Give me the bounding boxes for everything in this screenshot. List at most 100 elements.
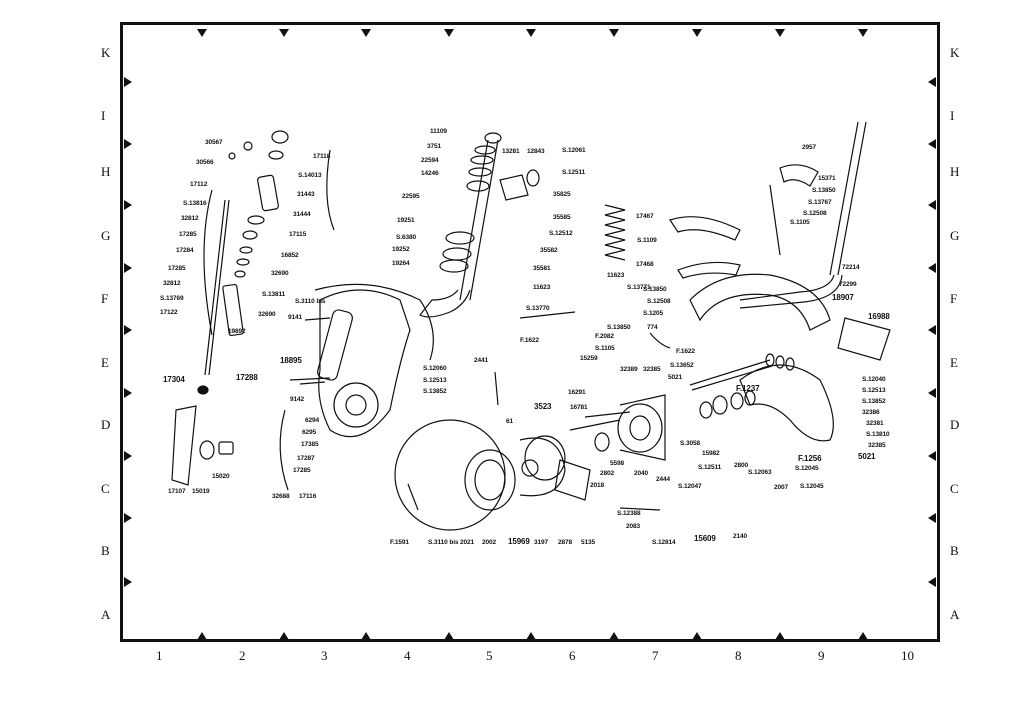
part-number-label: 19892 xyxy=(228,328,246,335)
part-number-label: S.1109 xyxy=(637,237,657,244)
column-label: 6 xyxy=(569,648,576,663)
part-number-label: 17118 xyxy=(313,153,331,160)
handle-grip xyxy=(837,317,891,361)
part-number-label: 15020 xyxy=(212,473,230,480)
part-number-label: 22594 xyxy=(421,157,439,164)
handlebar-tube xyxy=(739,121,867,309)
part-number-label: S.13850 xyxy=(643,286,667,293)
grid-tick-bottom xyxy=(361,632,371,640)
part-number-label: 32812 xyxy=(163,280,181,287)
part-number-label: 11623 xyxy=(533,284,551,291)
grid-tick-bottom xyxy=(775,632,785,640)
part-number-label: 6294 xyxy=(305,417,320,424)
part-number-label: 30566 xyxy=(196,159,214,166)
column-label: 5 xyxy=(486,648,493,663)
row-label-right: G xyxy=(950,228,960,243)
column-label: 2 xyxy=(239,648,246,663)
diagram-frame xyxy=(120,22,940,642)
steering-column xyxy=(419,132,540,318)
grid-tick-bottom xyxy=(692,632,702,640)
part-number-label: S.12388 xyxy=(617,510,641,517)
part-number-label: S.12063 xyxy=(748,469,772,476)
part-number-label: S.12045 xyxy=(800,483,824,490)
part-number-label: 9141 xyxy=(288,314,303,321)
part-number-label: 17288 xyxy=(236,373,258,382)
grid-tick-right xyxy=(928,451,936,461)
part-number-label: S.13850 xyxy=(812,187,836,194)
part-number-label: S.13816 xyxy=(183,200,207,207)
part-number-label: 2802 xyxy=(600,470,615,477)
part-number-label: 15969 xyxy=(508,537,530,546)
part-number-label: 2444 xyxy=(656,476,671,483)
row-label-right: E xyxy=(950,355,958,370)
part-number-label: 3197 xyxy=(534,539,549,546)
row-label-right: F xyxy=(950,291,958,306)
row-label-left: G xyxy=(101,228,111,243)
part-number-label: 2878 xyxy=(558,539,573,546)
part-number-label: 2083 xyxy=(626,523,641,530)
part-number-label: S.13771 xyxy=(627,284,651,291)
part-number-label: F.2082 xyxy=(595,333,614,340)
part-number-label: 16291 xyxy=(568,389,586,396)
grid-tick-top xyxy=(775,29,785,37)
part-number-label: S.12060 xyxy=(423,365,447,372)
row-label-left: H xyxy=(101,164,111,179)
part-number-label: 32389 xyxy=(620,366,638,373)
part-number-label: 17285 xyxy=(168,265,186,272)
part-number-label: 17284 xyxy=(176,247,194,254)
part-number-label: 18895 xyxy=(280,356,302,365)
part-number-label: 17304 xyxy=(163,375,185,384)
grid-tick-left xyxy=(124,200,132,210)
part-number-label: 17468 xyxy=(636,261,654,268)
row-label-right: I xyxy=(950,108,955,123)
part-number-label: 5598 xyxy=(610,460,625,467)
part-number-label: 5021 xyxy=(668,374,683,381)
row-label-left: B xyxy=(101,543,110,558)
part-number-label: S.1105 xyxy=(790,219,810,226)
part-number-label: S.3110 bis xyxy=(428,539,459,546)
part-number-label: 19251 xyxy=(397,217,415,224)
axle-washers xyxy=(689,353,795,419)
part-number-label: S.3110 bis xyxy=(295,298,326,305)
part-number-label: S.13850 xyxy=(607,324,631,331)
column-label: 8 xyxy=(735,648,742,663)
part-number-label: 14246 xyxy=(421,170,439,177)
part-number-label: 32690 xyxy=(271,270,289,277)
part-number-label: 32690 xyxy=(258,311,276,318)
part-number-label: S.13770 xyxy=(526,305,550,312)
grid-tick-top xyxy=(526,29,536,37)
part-number-label: S.12511 xyxy=(562,169,586,176)
grid-tick-top xyxy=(361,29,371,37)
part-number-label: 31443 xyxy=(297,191,315,198)
part-number-label: S.13767 xyxy=(808,199,832,206)
part-number-label: F.1591 xyxy=(390,539,409,546)
row-label-left: D xyxy=(101,417,111,432)
part-number-label: 30567 xyxy=(205,139,223,146)
part-number-label: 2021 xyxy=(460,539,475,546)
column-label: 3 xyxy=(321,648,328,663)
part-number-label: S.13652 xyxy=(670,362,694,369)
part-number-label: 6295 xyxy=(302,429,317,436)
grid-tick-left xyxy=(124,388,132,398)
part-number-label: 18907 xyxy=(832,293,854,302)
part-number-label: 17115 xyxy=(289,231,307,238)
part-number-label: 774 xyxy=(647,324,658,331)
row-label-right: C xyxy=(950,481,959,496)
grid-tick-top xyxy=(692,29,702,37)
grid-tick-right xyxy=(928,577,936,587)
part-number-label: 2140 xyxy=(733,533,748,540)
part-number-label: S.14013 xyxy=(298,172,322,179)
part-number-label: 2957 xyxy=(802,144,817,151)
part-number-label: 35582 xyxy=(540,247,558,254)
grid-tick-bottom xyxy=(197,632,207,640)
grid-tick-left xyxy=(124,77,132,87)
part-number-label: 35825 xyxy=(553,191,571,198)
part-number-label: 2002 xyxy=(482,539,497,546)
part-number-label: 15609 xyxy=(694,534,716,543)
grid-tick-left xyxy=(124,577,132,587)
part-number-label: 72214 xyxy=(842,264,860,271)
grid-tick-top xyxy=(609,29,619,37)
part-number-label: 5135 xyxy=(581,539,596,546)
part-number-label: 32385 xyxy=(868,442,886,449)
